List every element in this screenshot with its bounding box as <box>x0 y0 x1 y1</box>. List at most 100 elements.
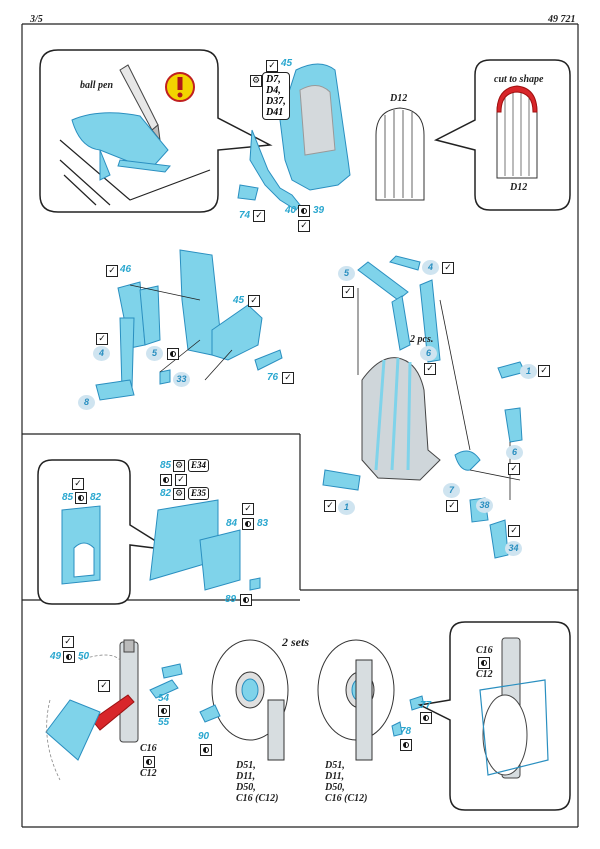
part-46: 46 <box>120 264 132 275</box>
part-1-badge-a: 1 <box>520 364 537 379</box>
kit-number: 49 721 <box>548 14 576 25</box>
check-icon: ✓ <box>96 333 108 345</box>
wheel-a-d50: D50, <box>236 782 256 793</box>
check-icon: ✓ <box>508 525 520 537</box>
table-surface <box>59 139 211 206</box>
two-sets-title: 2 sets <box>282 635 309 649</box>
part-34-badge: 34 <box>505 541 522 556</box>
check-icon: ✓ <box>282 372 294 384</box>
check-icon: ✓ <box>442 262 454 274</box>
check-icon: ✓ <box>253 210 265 222</box>
check-icon: ✓ <box>342 286 354 298</box>
check-icon: ✓ <box>424 363 436 375</box>
part-85-callout: 85 <box>62 492 74 503</box>
part-38-badge: 38 <box>476 498 493 513</box>
seat-body <box>361 357 441 481</box>
half-etch-icon <box>242 518 254 530</box>
red-retraction-arm <box>91 694 135 731</box>
decal-d37: D37, <box>266 96 286 107</box>
check-icon: ✓ <box>175 474 187 486</box>
part-5-badge-right: 5 <box>338 266 355 281</box>
page-number: 3/5 <box>30 14 43 25</box>
check-icon: ✓ <box>72 478 84 490</box>
wheel-a-d51: D51, <box>236 760 256 771</box>
gear-icon: ⚙ <box>173 488 185 500</box>
seat-frame-assembly <box>95 249 283 401</box>
wheel-a-labels: D51, D11, D50, C16 (C12) <box>236 760 279 804</box>
half-etch-icon <box>400 739 412 751</box>
part-50: 50 <box>78 651 90 662</box>
part-82: 82 <box>160 488 172 499</box>
tag-e34: E34 <box>188 459 210 472</box>
d12-cut-label: D12 <box>510 182 528 193</box>
half-etch-icon <box>167 348 179 360</box>
part-55: 55 <box>158 717 170 728</box>
panel-callout <box>37 459 171 605</box>
c16-label: C16 <box>140 743 157 754</box>
check-icon: ✓ <box>538 365 550 377</box>
cut-to-shape-label: cut to shape <box>494 74 544 85</box>
decal-tags: D7, D4, D37, D41 <box>262 72 290 120</box>
tag-e35: E35 <box>188 487 210 500</box>
part-7-badge: 7 <box>443 483 460 498</box>
gear-icon: ⚙ <box>250 75 262 87</box>
wheel-a-c16: C16 (C12) <box>236 793 279 804</box>
part-83: 83 <box>257 518 269 529</box>
half-etch-icon <box>240 594 252 606</box>
part-45-top: 45 <box>281 58 293 69</box>
decal-d7: D7, <box>266 74 281 85</box>
part-45-mid: 45 <box>233 295 245 306</box>
check-icon: ✓ <box>266 60 278 72</box>
half-etch-icon <box>160 474 172 486</box>
part-49: 49 <box>50 651 62 662</box>
wheel-b-c16: C16 (C12) <box>325 793 368 804</box>
wheel-a-d11: D11, <box>236 771 256 782</box>
part-8-badge: 8 <box>78 395 95 410</box>
part-74: 74 <box>239 210 251 221</box>
check-icon: ✓ <box>106 265 118 277</box>
part-90: 90 <box>198 731 210 742</box>
check-icon: ✓ <box>98 680 110 692</box>
seat-belts-assembly <box>322 255 526 559</box>
check-icon: ✓ <box>324 500 336 512</box>
part-85: 85 <box>160 460 172 471</box>
check-icon: ✓ <box>298 220 310 232</box>
part-4-badge: 4 <box>93 346 110 361</box>
part-40: 40 <box>285 205 297 216</box>
part-77: 77 <box>420 700 432 711</box>
half-etch-icon <box>420 712 432 724</box>
wheel-b-d50: D50, <box>325 782 345 793</box>
part-4-badge-right: 4 <box>422 260 439 275</box>
half-etch-icon <box>75 492 87 504</box>
decal-d41: D41 <box>266 107 284 118</box>
part-84: 84 <box>226 518 238 529</box>
part-5-badge: 5 <box>146 346 163 361</box>
warning-icon <box>165 72 195 102</box>
half-etch-icon <box>63 651 75 663</box>
callout-c12: C12 <box>476 669 493 680</box>
wheel-b-d11: D11, <box>325 771 345 782</box>
ballpen-shape <box>119 64 161 142</box>
check-icon: ✓ <box>446 500 458 512</box>
part-being-formed <box>71 112 171 181</box>
half-etch-icon <box>478 657 490 669</box>
part-1-badge-b: 1 <box>338 500 355 515</box>
part-82-callout: 82 <box>90 492 102 503</box>
check-icon: ✓ <box>508 463 520 475</box>
two-pcs-label: 2 pcs. <box>410 334 434 345</box>
part-54: 54 <box>158 693 170 704</box>
wheel-b <box>317 639 395 761</box>
half-etch-icon <box>200 744 212 756</box>
wheel-a <box>211 639 289 761</box>
callout-c16: C16 <box>476 645 493 656</box>
part-6-badge-b: 6 <box>506 445 523 460</box>
d12-label: D12 <box>390 93 408 104</box>
wheel-b-labels: D51, D11, D50, C16 (C12) <box>325 760 368 804</box>
c12-label: C12 <box>140 768 157 779</box>
decal-d4: D4, <box>266 85 281 96</box>
check-icon: ✓ <box>242 503 254 515</box>
seat-top-assembly <box>237 63 351 211</box>
check-icon: ✓ <box>248 295 260 307</box>
part-33-badge: 33 <box>173 372 190 387</box>
